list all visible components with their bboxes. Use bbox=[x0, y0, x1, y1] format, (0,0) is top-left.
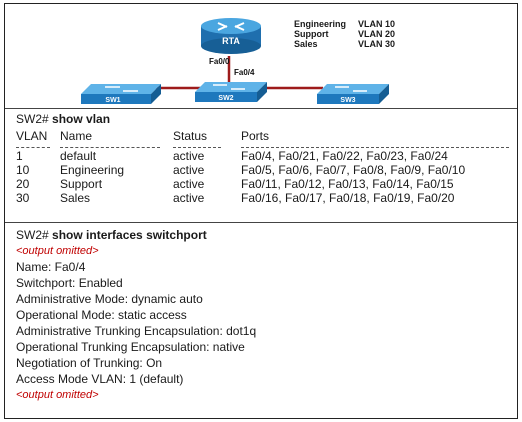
vlan-status-cell: active bbox=[173, 149, 205, 163]
network-topology: RTA Fa0/0 Fa0/4 SW1 SW2 bbox=[5, 4, 517, 109]
vlan-status-cell: active bbox=[173, 163, 205, 177]
vlan-name-cell: Engineering bbox=[60, 163, 125, 177]
legend-vlan: VLAN 10 bbox=[358, 19, 396, 29]
header-divider bbox=[16, 143, 516, 149]
switch-sw2-icon: SW2 bbox=[195, 82, 267, 102]
router-rta-icon: RTA bbox=[201, 18, 261, 54]
cli-prompt: SW2# bbox=[16, 112, 49, 126]
cli-prompt: SW2# bbox=[16, 228, 49, 242]
vlan-name-cell: Sales bbox=[60, 191, 91, 205]
vlan-table-header: VLAN Name Status Ports bbox=[16, 129, 516, 143]
vlan-ports-cell: Fa0/16, Fa0/17, Fa0/18, Fa0/19, Fa0/20 bbox=[241, 191, 455, 205]
column-header: VLAN bbox=[16, 129, 48, 143]
cli-command: show vlan bbox=[52, 112, 111, 126]
uplink-port-label: Fa0/4 bbox=[234, 68, 255, 77]
column-header: Ports bbox=[241, 129, 270, 143]
router-port-label: Fa0/0 bbox=[209, 57, 230, 66]
show-vlan-command-line: SW2# show vlan bbox=[16, 112, 110, 126]
table-row: 1 default active Fa0/4, Fa0/21, Fa0/22, … bbox=[16, 149, 516, 163]
legend-row: Support VLAN 20 bbox=[294, 29, 395, 39]
vlan-name-cell: default bbox=[60, 149, 97, 163]
output-line: Access Mode VLAN: 1 (default) bbox=[16, 372, 184, 386]
cli-command: show interfaces switchport bbox=[52, 228, 207, 242]
router-label: RTA bbox=[222, 36, 240, 46]
vlan-id-cell: 30 bbox=[16, 191, 30, 205]
show-vlan-output: SW2# show vlan VLAN Name Status Ports 1 … bbox=[5, 109, 517, 223]
output-line: Switchport: Enabled bbox=[16, 276, 123, 290]
vlan-id-cell: 20 bbox=[16, 177, 30, 191]
vlan-name-cell: Support bbox=[60, 177, 103, 191]
legend-name: Sales bbox=[294, 39, 318, 49]
output-line: Administrative Trunking Encapsulation: d… bbox=[16, 324, 257, 338]
output-line: Operational Mode: static access bbox=[16, 308, 187, 322]
column-header: Status bbox=[173, 129, 208, 143]
vlan-id-cell: 1 bbox=[16, 149, 23, 163]
legend-vlan: VLAN 20 bbox=[358, 29, 396, 39]
output-omitted-note: <output omitted> bbox=[16, 245, 99, 257]
switch-sw2-label: SW2 bbox=[218, 95, 233, 102]
output-line: Name: Fa0/4 bbox=[16, 260, 86, 274]
output-line: Administrative Mode: dynamic auto bbox=[16, 292, 203, 306]
legend-name: Engineering bbox=[294, 19, 347, 29]
switch-sw1-icon: SW1 bbox=[81, 84, 161, 104]
exhibit-frame: RTA Fa0/0 Fa0/4 SW1 SW2 bbox=[4, 3, 518, 419]
show-switchport-output: SW2# show interfaces switchport <output … bbox=[5, 223, 517, 418]
vlan-id-cell: 10 bbox=[16, 163, 30, 177]
vlan-table: VLAN Name Status Ports 1 default active … bbox=[16, 129, 516, 205]
output-omitted-note: <output omitted> bbox=[16, 389, 99, 401]
switch-sw3-label: SW3 bbox=[340, 97, 355, 104]
show-switchport-command-line: SW2# show interfaces switchport bbox=[16, 228, 207, 242]
switch-sw1-label: SW1 bbox=[105, 97, 120, 104]
table-row: 10 Engineering active Fa0/5, Fa0/6, Fa0/… bbox=[16, 163, 516, 177]
vlan-ports-cell: Fa0/5, Fa0/6, Fa0/7, Fa0/8, Fa0/9, Fa0/1… bbox=[241, 163, 466, 177]
vlan-ports-cell: Fa0/11, Fa0/12, Fa0/13, Fa0/14, Fa0/15 bbox=[241, 177, 454, 191]
topology-diagram: RTA Fa0/0 Fa0/4 SW1 SW2 bbox=[81, 18, 389, 104]
legend-vlan: VLAN 30 bbox=[358, 39, 396, 49]
legend-row: Sales VLAN 30 bbox=[294, 39, 395, 49]
vlan-status-cell: active bbox=[173, 177, 205, 191]
output-line: Negotiation of Trunking: On bbox=[16, 356, 163, 370]
vlan-status-cell: active bbox=[173, 191, 205, 205]
legend-row: Engineering VLAN 10 bbox=[294, 19, 395, 29]
column-header: Name bbox=[60, 129, 93, 143]
output-line: Operational Trunking Encapsulation: nati… bbox=[16, 340, 245, 354]
legend-name: Support bbox=[294, 29, 329, 39]
table-row: 20 Support active Fa0/11, Fa0/12, Fa0/13… bbox=[16, 177, 516, 191]
vlan-ports-cell: Fa0/4, Fa0/21, Fa0/22, Fa0/23, Fa0/24 bbox=[241, 149, 448, 163]
switch-sw3-icon: SW3 bbox=[317, 84, 389, 104]
vlan-legend: Engineering VLAN 10 Support VLAN 20 Sale… bbox=[294, 19, 395, 49]
table-row: 30 Sales active Fa0/16, Fa0/17, Fa0/18, … bbox=[16, 191, 516, 205]
